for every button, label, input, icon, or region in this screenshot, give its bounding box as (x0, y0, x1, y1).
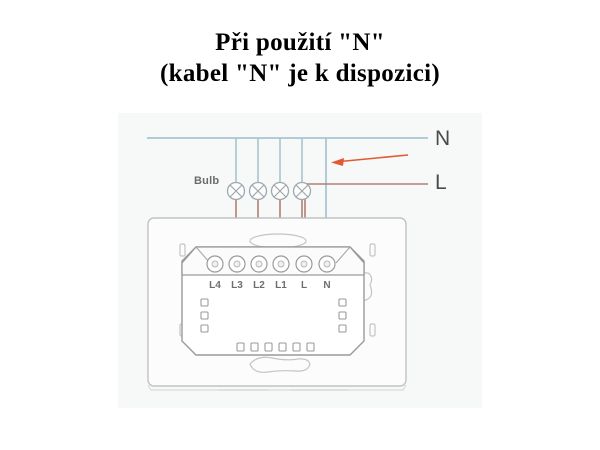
neutral-line-pointer-arrow (331, 154, 409, 166)
terminal-screw-L (295, 255, 313, 273)
bulb-symbol-1 (226, 181, 246, 201)
terminal-screw-L2 (250, 255, 268, 273)
bulb-group-label: Bulb (194, 175, 220, 187)
terminal-screws (206, 255, 336, 273)
module-bottom-pins (236, 342, 315, 352)
page-title: Při použití "N" (kabel "N" je k dispozic… (0, 28, 600, 89)
bulb-symbol-2 (248, 181, 268, 201)
terminal-label-L4: L4 (209, 280, 221, 291)
module-side-vents (200, 298, 347, 333)
terminal-label-N: N (323, 280, 330, 291)
live-line-label: L (435, 171, 447, 194)
neutral-line-label: N (435, 127, 451, 150)
bulb-symbol-4 (292, 181, 312, 201)
title-line-2: (kabel "N" je k dispozici) (159, 59, 440, 87)
terminal-screw-L1 (272, 255, 290, 273)
faceplate-bottom-cutout (249, 356, 311, 373)
terminal-label-L2: L2 (253, 280, 265, 291)
terminal-label-L1: L1 (275, 280, 287, 291)
terminal-screw-L3 (228, 255, 246, 273)
wiring-diagram: L4 L3 L2 L1 L N (118, 113, 482, 408)
neutral-drop-wires (235, 138, 303, 183)
terminal-screw-L4 (206, 255, 224, 273)
title-line-1: Při použití "N" (215, 29, 385, 56)
terminal-screw-N (318, 255, 336, 273)
terminal-label-L: L (301, 280, 307, 291)
bulb-symbol-3 (270, 181, 290, 201)
terminal-labels: L4 L3 L2 L1 L N (209, 280, 330, 291)
terminal-label-L3: L3 (231, 280, 243, 291)
bulb-group (226, 181, 312, 201)
